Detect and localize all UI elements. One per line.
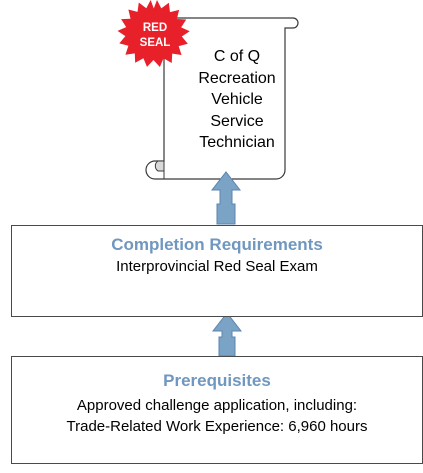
certificate-title: C of Q Recreation Vehicle Service Techni… — [172, 46, 302, 164]
certificate-line: Vehicle — [211, 91, 263, 108]
certificate-scroll — [145, 17, 299, 180]
completion-requirements-title: Completion Requirements — [111, 235, 323, 254]
prerequisite-item: Trade-Related Work Experience: 6,960 hou… — [66, 418, 368, 435]
certificate-line: C of Q — [213, 48, 261, 65]
prerequisites-title: Prerequisites — [163, 371, 271, 390]
certificate-line: Recreation — [198, 69, 276, 87]
arrow-up-icon — [211, 312, 243, 357]
completion-requirement-item: Interprovincial Red Seal Exam — [116, 258, 318, 275]
seal-line-2: SEAL — [139, 37, 171, 49]
red-seal-label: RED SEAL — [128, 21, 182, 51]
red-seal-badge — [117, 0, 190, 67]
arrow-up-icon — [210, 171, 242, 225]
prerequisite-item: Approved challenge application, includin… — [76, 397, 358, 414]
prerequisites-box: Prerequisites Approved challenge applica… — [11, 356, 423, 464]
certificate-line: Service — [210, 112, 264, 130]
certificate-line: Technician — [199, 134, 275, 151]
completion-requirements-box: Completion Requirements Interprovincial … — [11, 225, 423, 317]
seal-line-1: RED — [142, 22, 168, 34]
